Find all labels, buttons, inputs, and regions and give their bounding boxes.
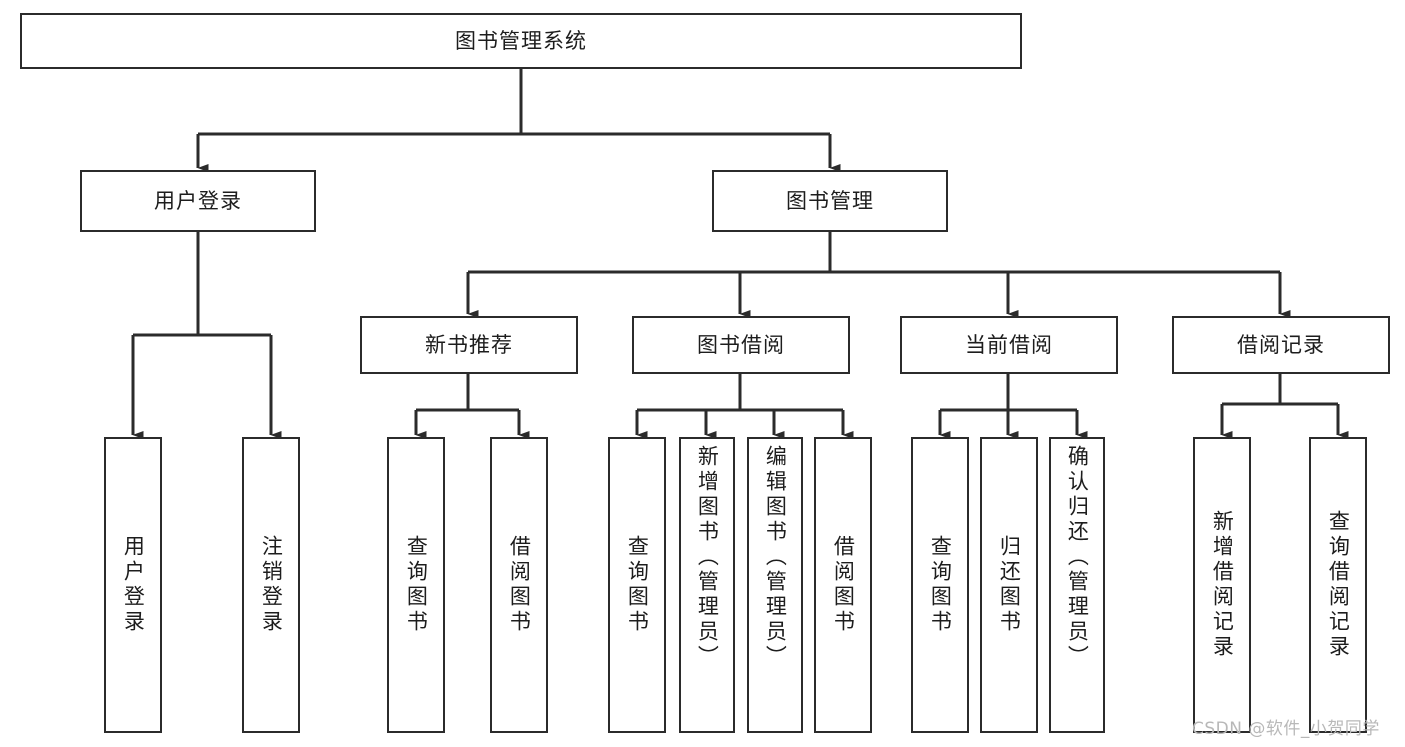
node-leaf-query-book-2[interactable]: 查询图书 [608,437,666,733]
node-leaf-query-record[interactable]: 查询借阅记录 [1309,437,1367,733]
node-root[interactable]: 图书管理系统 [20,13,1022,69]
node-book-manage[interactable]: 图书管理 [712,170,948,232]
node-book-borrow[interactable]: 图书借阅 [632,316,850,374]
node-leaf-confirm-return[interactable]: 确认归还（管理员） [1049,437,1105,733]
node-current-borrow-label: 当前借阅 [965,332,1053,357]
node-leaf-query-book-3-label: 查询图书 [928,535,953,635]
node-user-login-label: 用户登录 [154,188,242,213]
node-leaf-add-record-label: 新增借阅记录 [1210,510,1235,660]
node-leaf-add-record[interactable]: 新增借阅记录 [1193,437,1251,733]
node-leaf-borrow-book-1-label: 借阅图书 [507,535,532,635]
node-leaf-borrow-book-2[interactable]: 借阅图书 [814,437,872,733]
node-leaf-user-login[interactable]: 用户登录 [104,437,162,733]
node-borrow-record-label: 借阅记录 [1237,332,1325,357]
node-leaf-add-book[interactable]: 新增图书（管理员） [679,437,735,733]
node-leaf-query-book-2-label: 查询图书 [625,535,650,635]
node-root-label: 图书管理系统 [455,28,587,53]
node-current-borrow[interactable]: 当前借阅 [900,316,1118,374]
node-borrow-record[interactable]: 借阅记录 [1172,316,1390,374]
node-leaf-logout[interactable]: 注销登录 [242,437,300,733]
node-book-manage-label: 图书管理 [786,188,874,213]
node-leaf-query-book-1[interactable]: 查询图书 [387,437,445,733]
node-leaf-query-book-3[interactable]: 查询图书 [911,437,969,733]
node-leaf-add-book-label: 新增图书（管理员） [695,445,720,670]
node-leaf-logout-label: 注销登录 [259,535,284,635]
node-leaf-return-book[interactable]: 归还图书 [980,437,1038,733]
node-leaf-edit-book-label: 编辑图书（管理员） [763,445,788,670]
node-book-borrow-label: 图书借阅 [697,332,785,357]
node-leaf-borrow-book-2-label: 借阅图书 [831,535,856,635]
node-new-book-rec[interactable]: 新书推荐 [360,316,578,374]
node-leaf-borrow-book-1[interactable]: 借阅图书 [490,437,548,733]
node-leaf-edit-book[interactable]: 编辑图书（管理员） [747,437,803,733]
node-leaf-query-record-label: 查询借阅记录 [1326,510,1351,660]
node-user-login[interactable]: 用户登录 [80,170,316,232]
node-leaf-return-book-label: 归还图书 [997,535,1022,635]
node-leaf-user-login-label: 用户登录 [121,535,146,635]
node-leaf-query-book-1-label: 查询图书 [404,535,429,635]
node-leaf-confirm-return-label: 确认归还（管理员） [1065,445,1090,670]
node-new-book-rec-label: 新书推荐 [425,332,513,357]
